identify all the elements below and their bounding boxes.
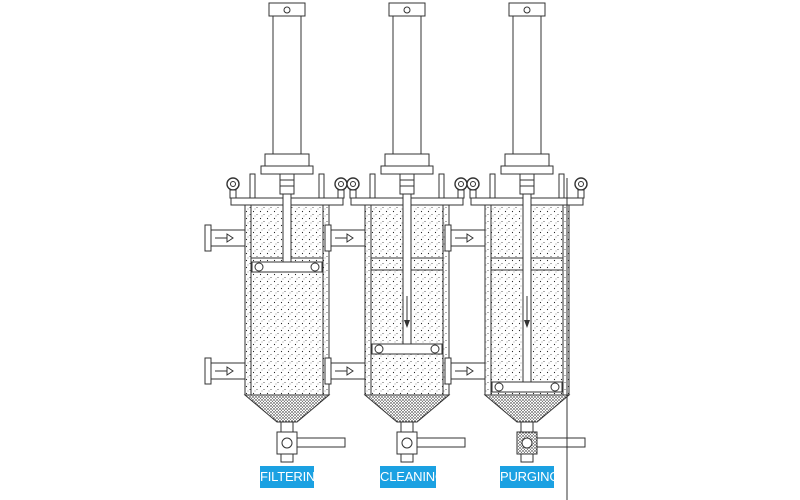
- roller-icon: [310, 262, 320, 272]
- lifting-eye-icon: [578, 181, 584, 187]
- valve-handle: [296, 437, 346, 448]
- outlet-nozzle: [450, 362, 486, 380]
- scraper-plate: [251, 261, 323, 273]
- yoke-plate: [500, 165, 554, 175]
- inlet-nozzle: [450, 229, 486, 247]
- down-arrow-icon: [524, 320, 530, 328]
- valve-neck: [280, 421, 294, 433]
- outlet-nozzle: [210, 362, 246, 380]
- outlet-nozzle-flange: [444, 357, 452, 385]
- inlet-nozzle-flange: [324, 224, 332, 252]
- lifting-eye-stem: [469, 189, 477, 199]
- filter-unit: [444, 2, 588, 463]
- yoke-post: [438, 173, 445, 199]
- yoke-post: [318, 173, 325, 199]
- ball-valve-icon: [401, 437, 413, 449]
- valve-outlet: [520, 453, 534, 463]
- coupling: [519, 173, 535, 195]
- filter-unit: [324, 2, 468, 463]
- ball-valve-icon: [521, 437, 533, 449]
- flow-arrow-icon: [455, 366, 474, 376]
- filter-unit: [204, 2, 348, 463]
- stage-label-purging: PURGING: [500, 469, 560, 484]
- flow-arrow-icon: [335, 366, 354, 376]
- lifting-eye-icon: [350, 181, 356, 187]
- scraper-plate: [371, 343, 443, 355]
- coupling: [279, 173, 295, 195]
- scraper-plate: [491, 381, 563, 393]
- lifting-eye-icon: [458, 181, 464, 187]
- port-icon: [283, 6, 291, 14]
- yoke-post: [249, 173, 256, 199]
- lifting-eye-icon: [230, 181, 236, 187]
- cylinder-base-flange: [264, 153, 310, 167]
- discharge-cone: [363, 394, 451, 423]
- pneumatic-cylinder: [512, 15, 542, 155]
- valve-handle: [536, 437, 586, 448]
- yoke-plate: [380, 165, 434, 175]
- inlet-nozzle: [330, 229, 366, 247]
- roller-icon: [374, 344, 384, 354]
- valve-handle: [416, 437, 466, 448]
- lifting-eye-stem: [337, 189, 345, 199]
- outlet-nozzle: [330, 362, 366, 380]
- pneumatic-cylinder: [392, 15, 422, 155]
- coupling: [399, 173, 415, 195]
- piston-rod: [282, 193, 292, 263]
- port-icon: [523, 6, 531, 14]
- stage-label-filtering: FILTERING: [260, 469, 326, 484]
- roller-icon: [494, 382, 504, 392]
- valve-outlet: [280, 453, 294, 463]
- lifting-eye-stem: [349, 189, 357, 199]
- valve-neck: [520, 421, 534, 433]
- lifting-eye-icon: [470, 181, 476, 187]
- flow-arrow-icon: [215, 366, 234, 376]
- pneumatic-cylinder: [272, 15, 302, 155]
- cylinder-base-flange: [504, 153, 550, 167]
- outlet-nozzle-flange: [324, 357, 332, 385]
- yoke-plate: [260, 165, 314, 175]
- cylinder-base-flange: [384, 153, 430, 167]
- lifting-eye-stem: [457, 189, 465, 199]
- inlet-nozzle-flange: [204, 224, 212, 252]
- lifting-eye-stem: [577, 189, 585, 199]
- inlet-nozzle: [210, 229, 246, 247]
- outlet-nozzle-flange: [204, 357, 212, 385]
- port-icon: [403, 6, 411, 14]
- roller-icon: [550, 382, 560, 392]
- discharge-cone: [243, 394, 331, 423]
- yoke-post: [489, 173, 496, 199]
- down-arrow-icon: [404, 320, 410, 328]
- inlet-nozzle-flange: [444, 224, 452, 252]
- ball-valve-icon: [281, 437, 293, 449]
- piston-rod: [522, 193, 532, 383]
- flow-arrow-icon: [215, 233, 234, 243]
- roller-icon: [254, 262, 264, 272]
- valve-outlet: [400, 453, 414, 463]
- discharge-cone: [483, 394, 571, 423]
- flow-arrow-icon: [335, 233, 354, 243]
- stage-label-background: [500, 466, 554, 488]
- lifting-eye-stem: [229, 189, 237, 199]
- stage-label-cleaning: CLEANING: [380, 469, 445, 484]
- flow-arrow-icon: [455, 233, 474, 243]
- stage-label-background: [260, 466, 314, 488]
- yoke-post: [369, 173, 376, 199]
- roller-icon: [430, 344, 440, 354]
- valve-neck: [400, 421, 414, 433]
- yoke-post: [558, 173, 565, 199]
- stage-label-background: [380, 466, 436, 488]
- lifting-eye-icon: [338, 181, 344, 187]
